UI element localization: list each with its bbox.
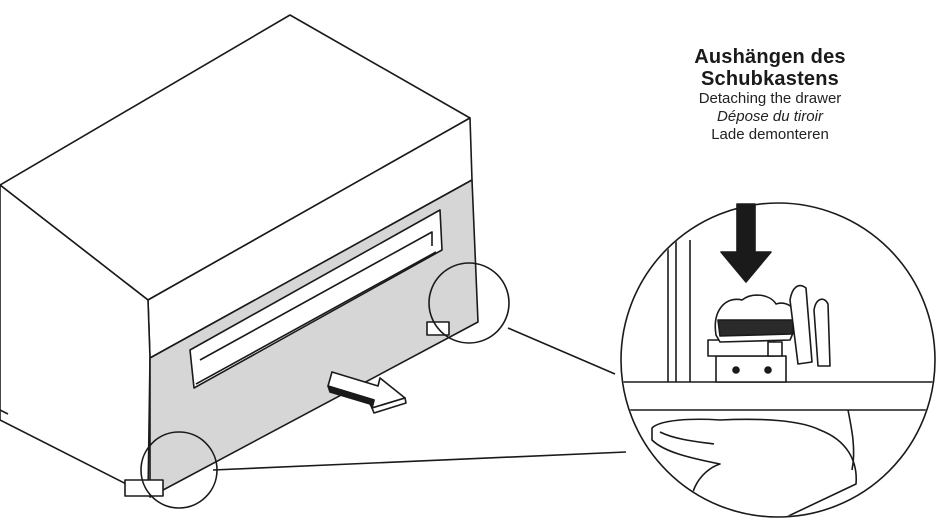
drawer-grip-opening	[189, 209, 443, 389]
zoom-line-top	[507, 327, 616, 375]
cabinet-foot-front	[124, 479, 164, 497]
hand-below	[651, 418, 857, 516]
drawer-clip-mechanism	[707, 339, 787, 383]
arrow-right-icon	[327, 371, 407, 414]
detail-circle-corner-right	[428, 262, 510, 344]
caption-title-line1: Aushängen des	[694, 46, 846, 68]
magnified-detail-content	[622, 240, 934, 516]
drawer-runner-bar	[622, 381, 934, 411]
caption-english: Detaching the drawer	[698, 90, 842, 107]
cabinet-foot-left	[0, 409, 9, 415]
zoom-line-bottom	[212, 451, 627, 471]
instruction-caption: Aushängen des Schubkastens Detaching the…	[640, 46, 900, 144]
drawer-grip-shadow	[195, 251, 437, 385]
hand-fingers	[714, 284, 831, 367]
arrow-down-icon	[720, 203, 772, 283]
drawer-grip-inner-edge	[199, 231, 433, 361]
cabinet-side-panel	[0, 184, 151, 496]
caption-title-line2: Schubkastens	[700, 68, 839, 90]
caption-french: Dépose du tiroir	[717, 108, 823, 125]
caption-dutch: Lade demonteren	[711, 126, 829, 143]
